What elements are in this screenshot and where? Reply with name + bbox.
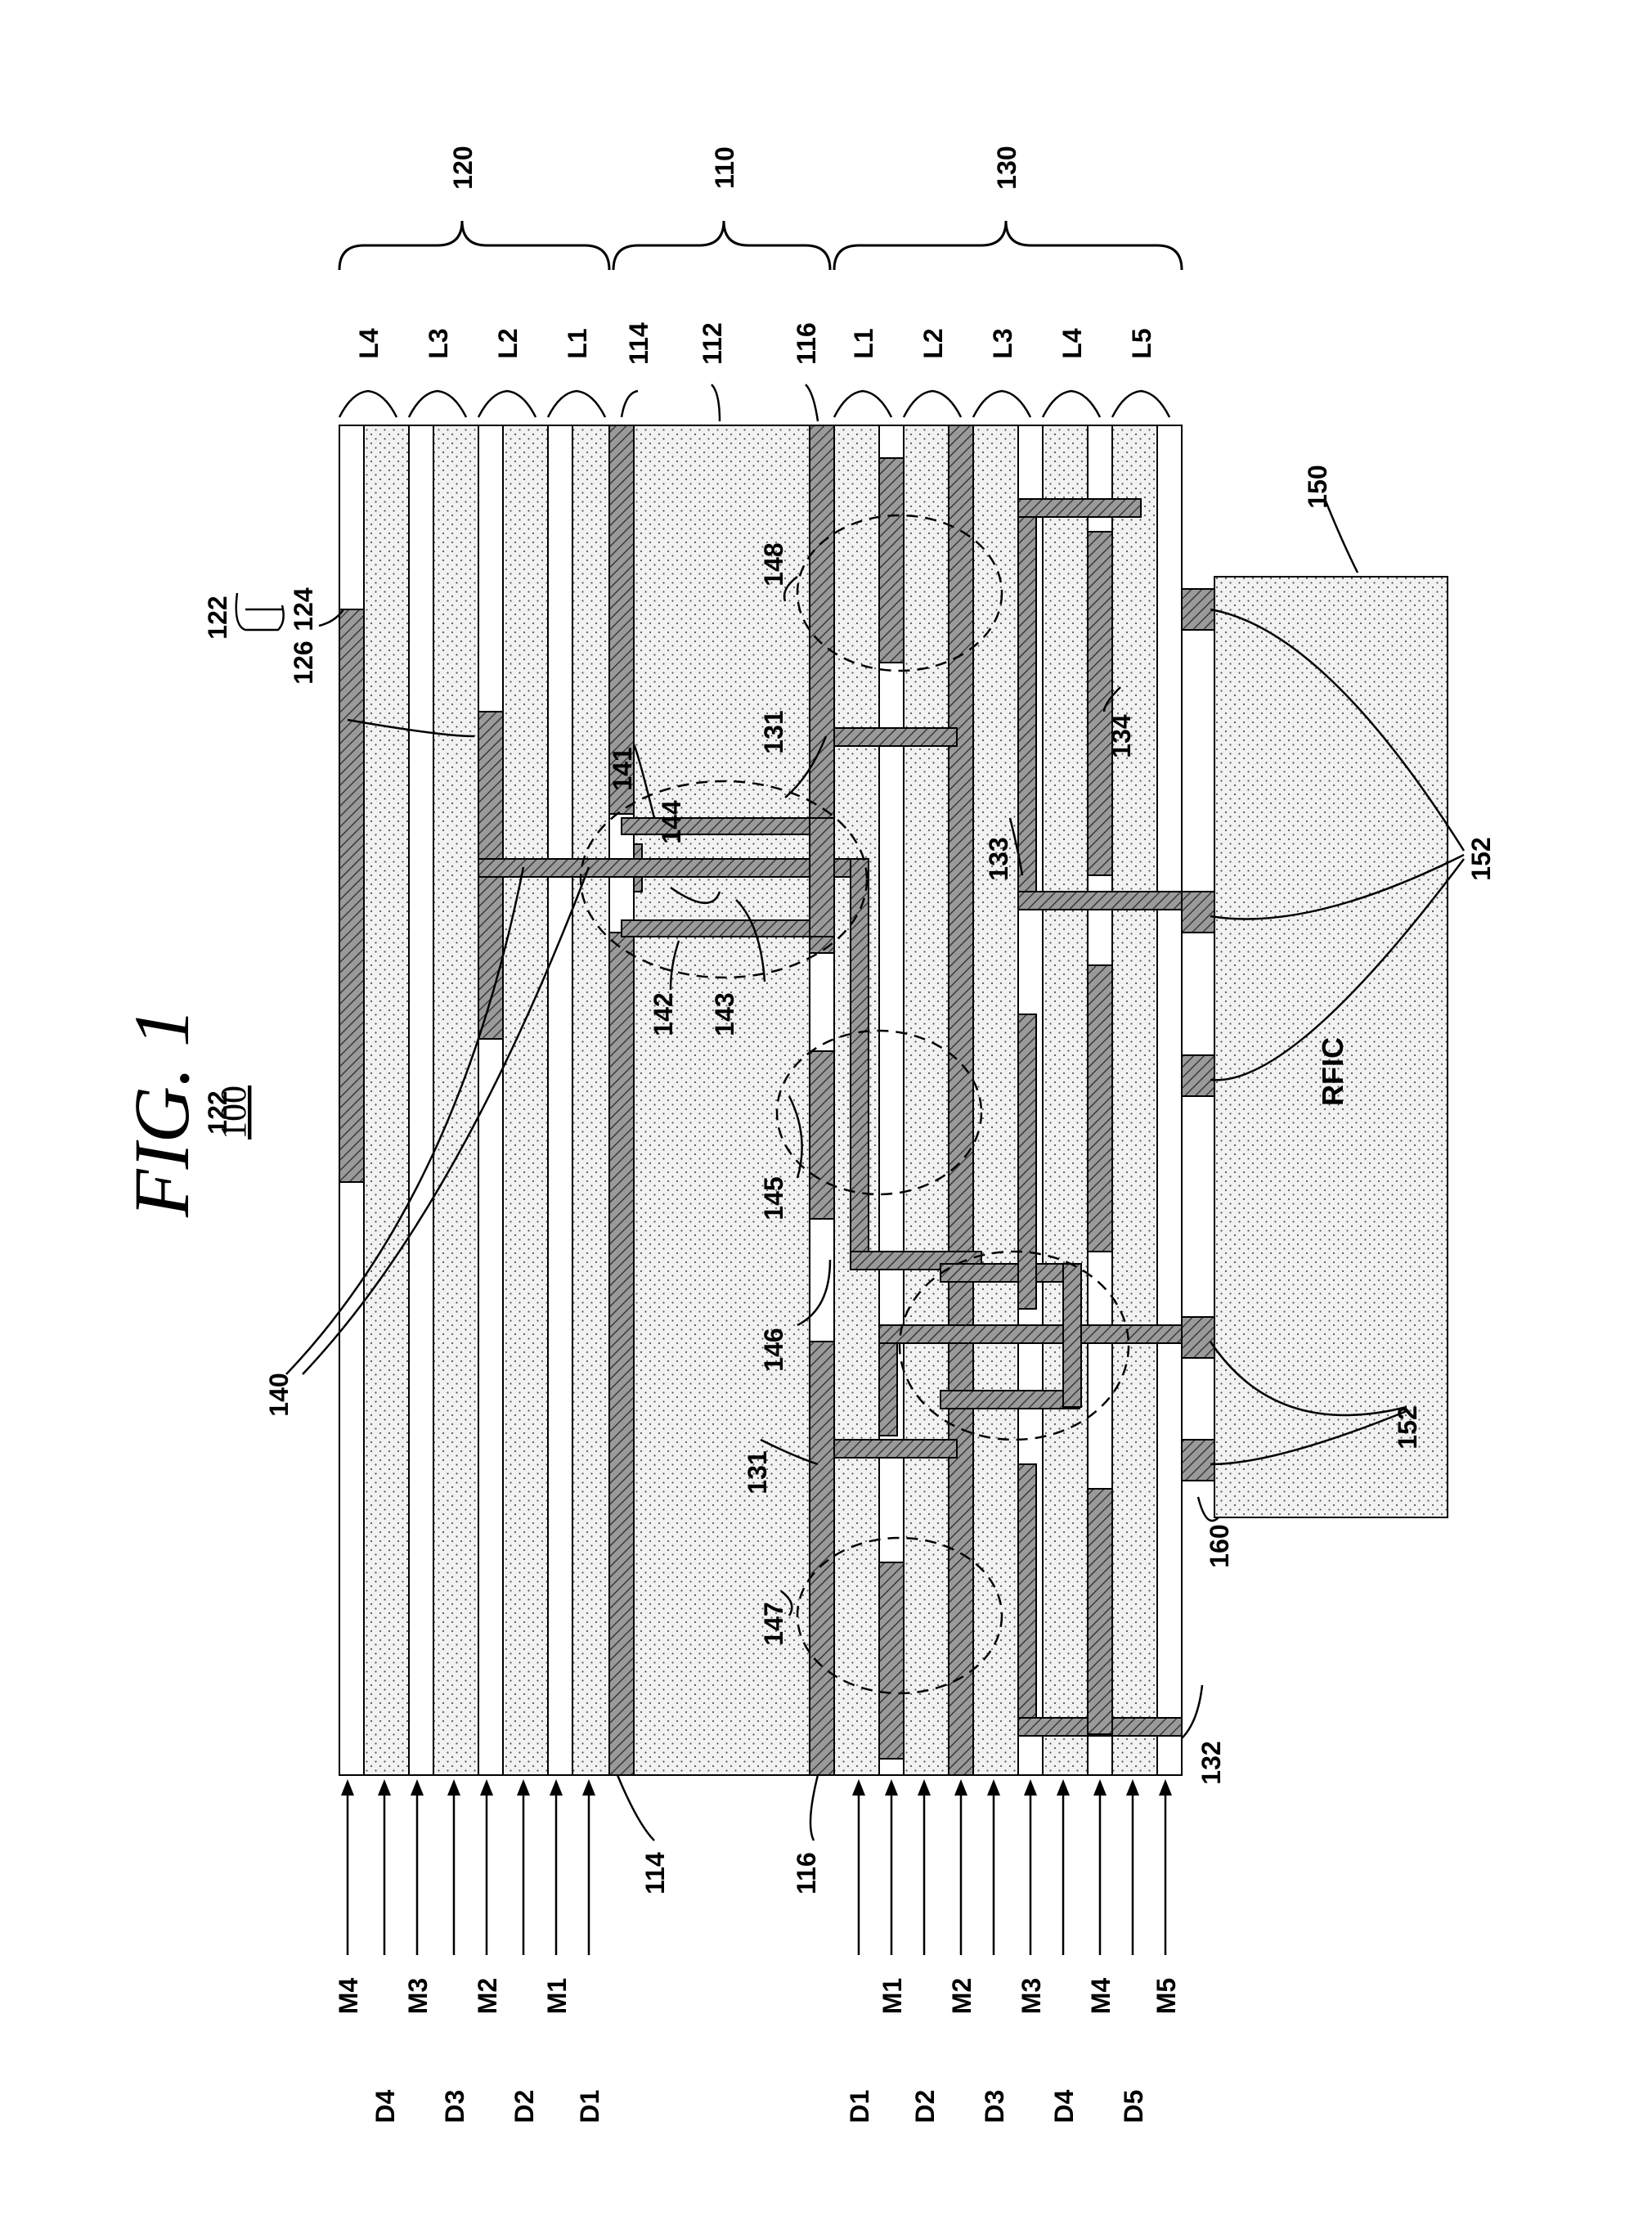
frame-133 [1018,499,1036,908]
top-M1 [548,425,572,1775]
rfic-label: RFIC [1316,1037,1349,1106]
ref-148: 148 [759,542,788,586]
side-bot-M5: M5 [1151,1978,1181,2014]
ref-150: 150 [1303,465,1332,508]
shield-141 [622,818,822,834]
ref-152-top: 152 [1466,837,1496,880]
via-131a [834,728,957,746]
top-D2 [503,425,548,1775]
feed-via-140 [478,859,867,877]
side-top-D1: D1 [575,2090,604,2124]
ref-143: 143 [710,992,739,1036]
bot-M2 [949,425,973,1775]
ref-122: 122 [203,596,232,639]
side-bot-D3: D3 [980,2090,1009,2124]
ref-124: 124 [289,587,318,632]
antenna-patch-124 [339,609,364,1182]
ref-134: 134 [1107,714,1136,758]
top-D1 [572,425,609,1775]
top-layer-L4: L4 [354,328,384,359]
top-layer-L3: L3 [424,328,453,358]
group-120: 120 [448,146,478,189]
bottom-layer-L1: L1 [849,328,878,358]
ref-146: 146 [759,1328,788,1371]
group-braces [339,221,1182,270]
side-bot-D1: D1 [845,2090,874,2124]
side-bot-D2: D2 [910,2090,940,2124]
core-114 [609,425,634,1775]
side-bot-D5: D5 [1119,2090,1148,2124]
shield-143 [622,920,822,937]
top-D4 [364,425,409,1775]
side-bot-D4: D4 [1049,2089,1079,2123]
ref-152-bottom: 152 [1393,1405,1422,1449]
ref-145: 145 [759,1176,788,1220]
ref-126: 126 [289,641,318,684]
bottom-layer-L5: L5 [1127,328,1156,358]
frame-134 [1088,532,1112,875]
core-label-112: 112 [698,322,727,365]
side-top-D2: D2 [510,2090,539,2124]
ref-160: 160 [1205,1524,1234,1567]
ref-122: 122 [203,1090,232,1134]
side-top-D4: D4 [370,2089,400,2123]
ref-131-top: 131 [759,710,788,753]
bot-D5 [1112,425,1157,1775]
bot-M5 [1157,425,1182,1775]
cross-section [339,425,1448,1775]
group-130: 130 [992,146,1021,189]
bottom-layer-L4: L4 [1057,328,1087,359]
ref-132: 132 [1196,1741,1226,1784]
side-top-D3: D3 [440,2090,469,2124]
bot-D4 [1043,425,1088,1775]
bottom-layer-L2: L2 [918,328,948,358]
top-layer-L2: L2 [493,328,523,358]
side-bot-M2: M2 [947,1978,976,2014]
core-112 [634,425,810,1775]
group-110: 110 [710,146,739,189]
layer-braces [339,384,1169,421]
side-bot-M4: M4 [1086,1978,1116,2015]
ref-142: 142 [649,992,678,1036]
top-layer-L1: L1 [563,328,592,358]
side-top-M1: M1 [542,1978,572,2014]
ref-144: 144 [657,800,686,844]
bot-D2 [904,425,949,1775]
ref-141: 141 [608,747,637,790]
ref-147: 147 [759,1602,788,1645]
ref-133: 133 [984,837,1013,880]
side-top-M3: M3 [403,1978,433,2014]
side-bot-M1: M1 [878,1978,907,2014]
ref-140: 140 [264,1373,294,1416]
ref-116-left: 116 [792,1852,821,1895]
bottom-layer-L3: L3 [988,328,1017,358]
top-M2 [478,425,503,1775]
top-M3 [409,425,433,1775]
via-131b [834,1440,957,1458]
ref-114-left: 114 [640,1852,670,1895]
figure-title: FIG. 1 [118,1008,205,1218]
ref-131-bottom: 131 [743,1450,772,1494]
core-label-114: 114 [624,322,653,365]
side-arrows [341,1779,1172,1955]
side-top-M2: M2 [473,1978,502,2014]
side-bot-M3: M3 [1017,1978,1046,2014]
core-label-116: 116 [792,322,821,365]
side-top-M4: M4 [334,1978,363,2015]
